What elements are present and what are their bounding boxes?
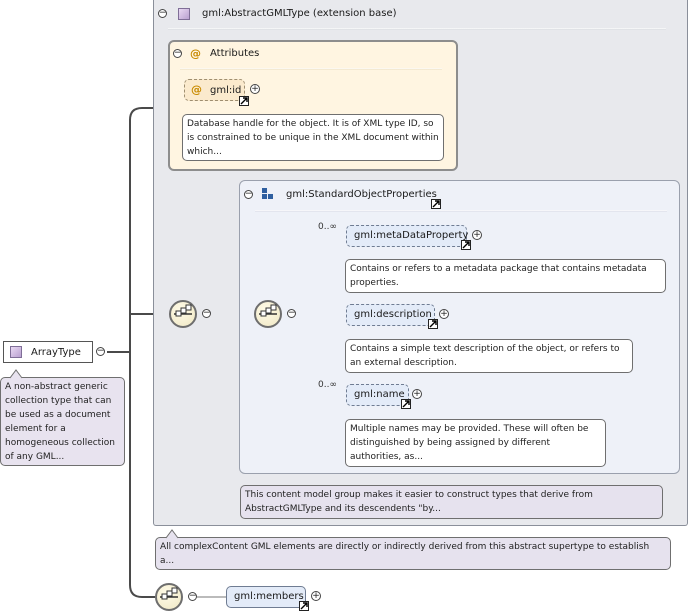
root-type-doc: A non-abstract generic collection type t… — [0, 377, 125, 466]
collapse-icon[interactable]: − — [287, 308, 296, 318]
extension-base-doc: All complexContent GML elements are dire… — [155, 537, 671, 570]
expand-icon[interactable]: + — [311, 591, 321, 601]
object-properties-title: gml:StandardObjectProperties — [286, 189, 437, 200]
occurrence-label: 0..∞ — [318, 222, 337, 232]
extension-base-title: gml:AbstractGMLType (extension base) — [202, 8, 397, 19]
doc-pointer — [166, 529, 179, 539]
collapse-icon[interactable]: − — [158, 8, 167, 18]
complex-type-icon — [10, 346, 22, 358]
collapse-icon[interactable]: − — [244, 189, 253, 199]
jump-to-definition-icon[interactable] — [299, 601, 309, 611]
element-metadataproperty-label: gml:metaDataProperty — [354, 230, 469, 241]
collapse-icon[interactable]: − — [202, 308, 211, 318]
attribute-icon: @ — [191, 83, 202, 96]
element-description-doc: Contains a simple text description of th… — [345, 339, 633, 373]
jump-to-definition-icon[interactable] — [239, 96, 249, 106]
collapse-icon[interactable]: − — [173, 48, 182, 58]
element-metadataproperty[interactable] — [346, 225, 467, 247]
sequence-compositor-icon[interactable] — [155, 583, 183, 611]
divider — [255, 210, 667, 212]
attribute-id-label: gml:id — [210, 85, 242, 96]
element-name-label: gml:name — [354, 389, 405, 400]
jump-to-definition-icon[interactable] — [461, 240, 471, 250]
element-name[interactable] — [346, 384, 409, 406]
attribute-id-doc: Database handle for the object. It is of… — [182, 114, 444, 161]
expand-icon[interactable]: + — [412, 389, 422, 399]
expand-icon[interactable]: + — [250, 84, 260, 94]
doc-pointer — [10, 369, 23, 379]
collapse-icon[interactable]: − — [96, 346, 105, 356]
expand-icon[interactable]: + — [439, 309, 449, 319]
divider — [168, 28, 666, 30]
element-description-label: gml:description — [354, 309, 432, 320]
occurrence-label: 0..∞ — [318, 380, 337, 390]
jump-to-definition-icon[interactable] — [428, 319, 438, 329]
attributes-title: Attributes — [210, 48, 260, 59]
element-description[interactable] — [346, 304, 435, 326]
sequence-compositor-icon[interactable] — [254, 300, 282, 328]
element-members[interactable] — [226, 586, 306, 608]
element-metadataproperty-doc: Contains or refers to a metadata package… — [345, 259, 666, 293]
group-icon — [262, 188, 273, 199]
jump-to-definition-icon[interactable] — [431, 199, 441, 209]
element-name-doc: Multiple names may be provided. These wi… — [345, 419, 606, 467]
root-type-label: ArrayType — [31, 347, 81, 358]
sequence-compositor-icon[interactable] — [169, 300, 197, 328]
object-properties-doc: This content model group makes it easier… — [240, 485, 663, 519]
attribute-id-box[interactable] — [184, 79, 245, 101]
attribute-icon: @ — [190, 47, 201, 60]
jump-to-definition-icon[interactable] — [401, 399, 411, 409]
collapse-icon[interactable]: − — [188, 591, 197, 601]
divider — [180, 68, 442, 70]
root-type-box[interactable] — [3, 341, 93, 363]
expand-icon[interactable]: + — [472, 230, 482, 240]
complex-type-icon — [178, 8, 190, 20]
element-members-label: gml:members — [234, 591, 304, 602]
